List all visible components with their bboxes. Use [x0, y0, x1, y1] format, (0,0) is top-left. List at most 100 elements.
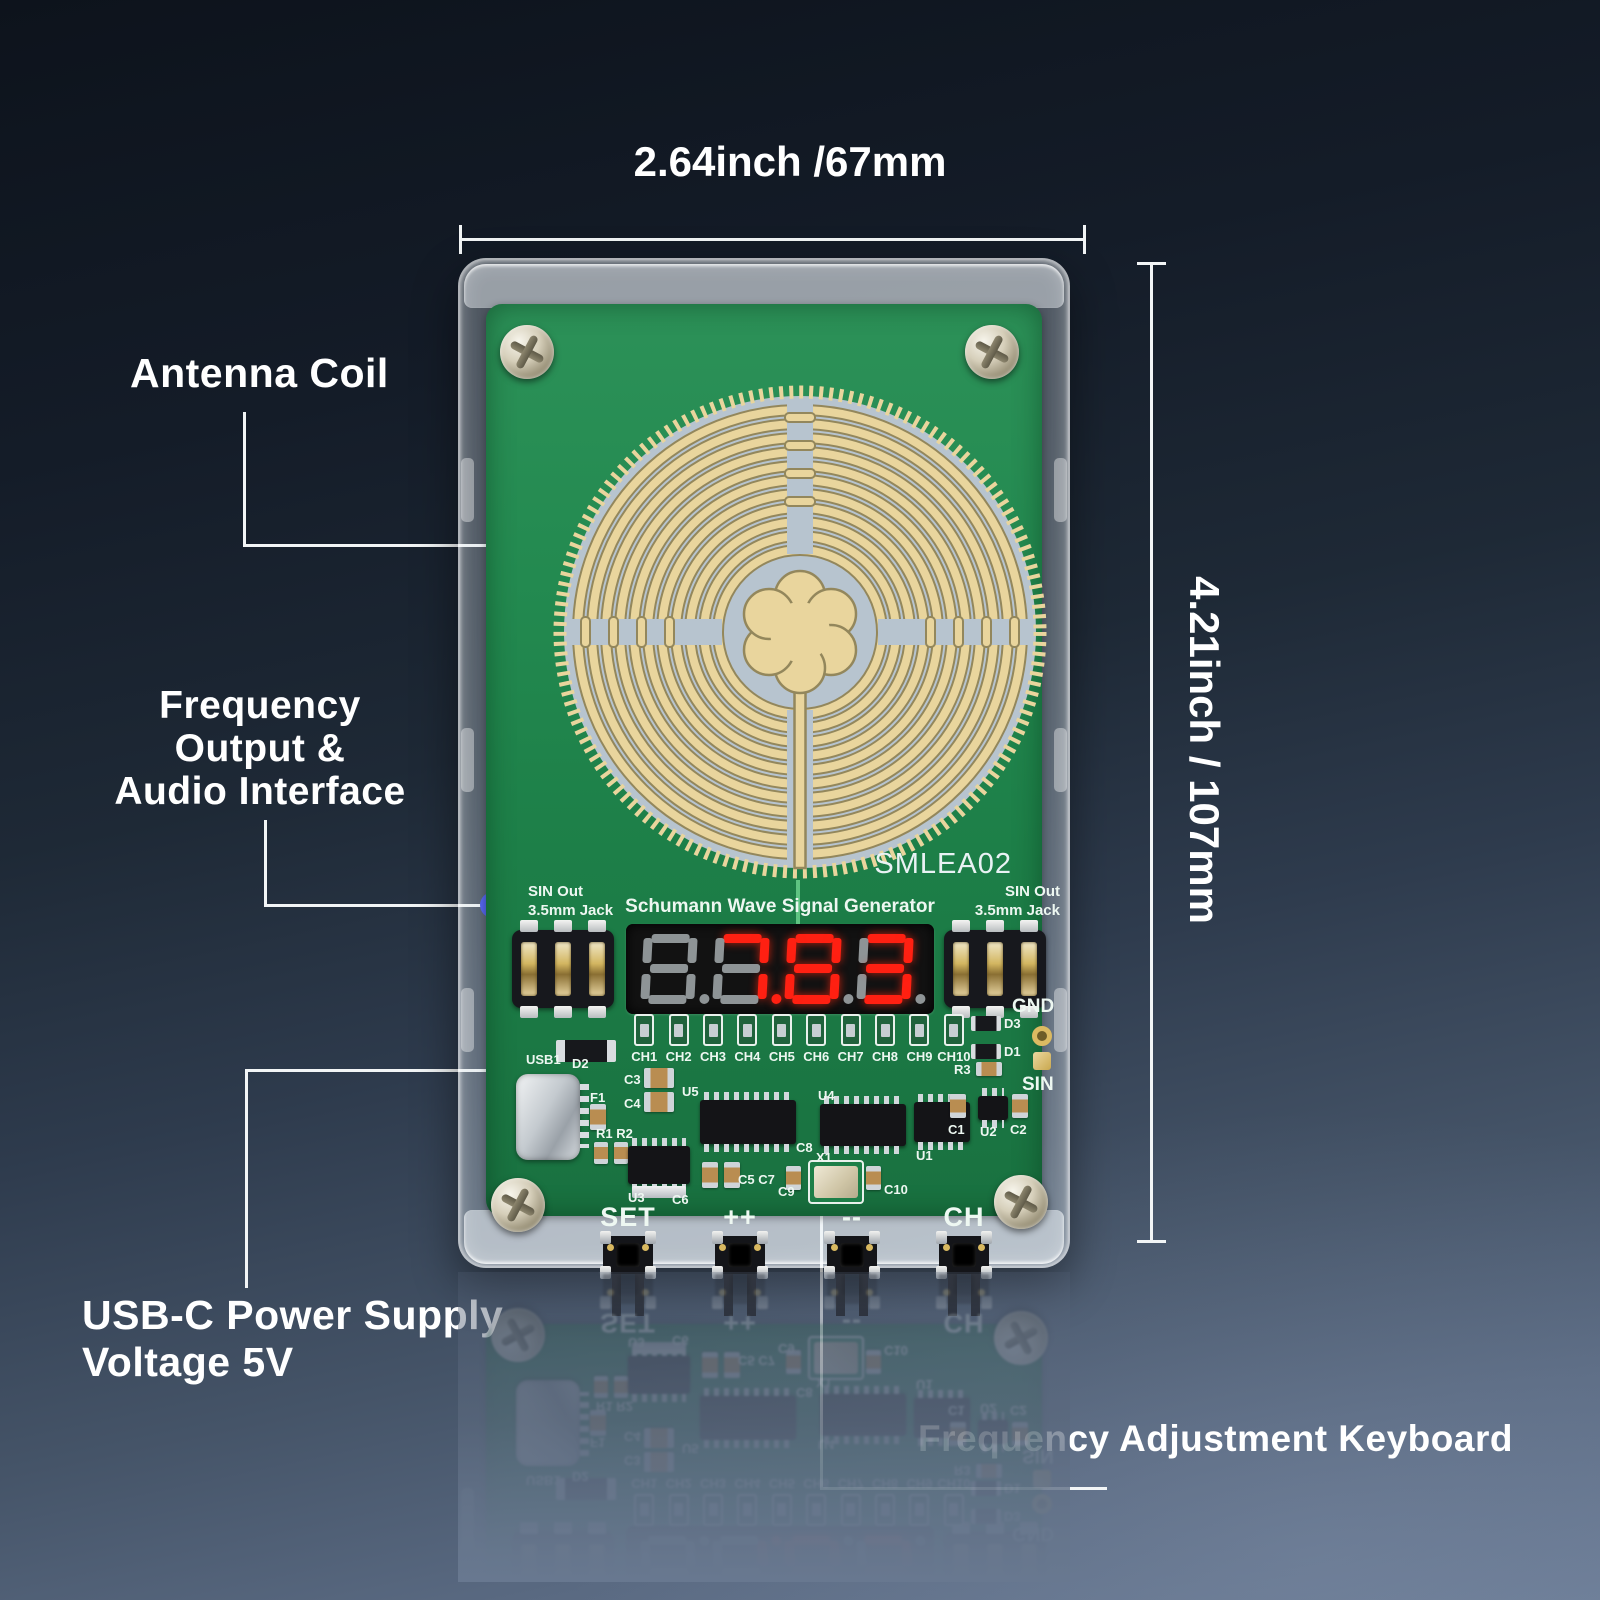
keypad-button-group: ++ [684, 1202, 796, 1316]
jack-pad [520, 920, 538, 932]
jack-label-right-line1: SIN Out [1005, 883, 1060, 900]
case-side-tab [461, 458, 474, 522]
silkscreen-label: USB1 [526, 1052, 561, 1067]
sin-label: SIN [1022, 1074, 1054, 1095]
width-dimension-label: 2.64inch /67mm [633, 138, 947, 185]
silkscreen-label: C2 [1010, 1122, 1027, 1137]
display-digit [784, 934, 854, 1004]
freq-output-line2: Output & [174, 727, 346, 770]
keypad-row: SET++--CH [572, 1202, 1020, 1316]
display-digit [712, 934, 782, 1004]
silkscreen-label: U3 [628, 1190, 645, 1205]
antenna-callout-line-h [243, 544, 587, 547]
tact-button---[interactable] [824, 1231, 880, 1316]
tact-button-set[interactable] [600, 1231, 656, 1316]
channel-led [943, 1014, 964, 1046]
jack-pad [588, 920, 606, 932]
cap-c3 [644, 1068, 674, 1088]
channel-label: CH5 [768, 1049, 795, 1064]
keypad-button-group: CH [908, 1202, 1020, 1316]
channel-label: CH8 [872, 1049, 899, 1064]
keyboard-label: Frequency Adjustment Keyboard [918, 1418, 1513, 1459]
channel-led [840, 1014, 861, 1046]
width-dimension-tick-left [459, 225, 462, 254]
screw-bottom-left [491, 1178, 545, 1232]
cap-c2 [1012, 1094, 1028, 1118]
button-label: ++ [723, 1202, 757, 1232]
pcb-board: SMLEA02 SIN Out 3.5mm Jack SIN Out 3.5mm… [486, 304, 1060, 1316]
display-decimal-point [843, 994, 854, 1004]
silkscreen-label: U4 [818, 1088, 835, 1103]
antenna-callout-line-v [243, 412, 246, 546]
jack-label-left-line2: 3.5mm Jack [528, 902, 614, 919]
height-dimension-tick-bottom [1137, 1240, 1166, 1243]
fuse-component [556, 1040, 616, 1062]
channel-led [703, 1014, 724, 1046]
jack-contact [555, 942, 571, 996]
audio-jack-left[interactable] [512, 920, 614, 1018]
cap-c7 [724, 1162, 740, 1188]
usb-callout-line-h [245, 1069, 505, 1072]
display-digit [640, 934, 710, 1004]
cap-c9 [786, 1166, 801, 1190]
board-title: Schumann Wave Signal Generator [625, 896, 935, 917]
jack-pad [554, 920, 572, 932]
display-decimal-point [915, 994, 926, 1004]
smd-f1 [590, 1104, 606, 1130]
channel-led [909, 1014, 930, 1046]
channel-label: CH1 [631, 1049, 658, 1064]
silkscreen-label: U5 [682, 1084, 699, 1099]
silkscreen-label: C1 [948, 1122, 965, 1137]
silkscreen-label: F1 [590, 1090, 606, 1105]
button-label: SET [600, 1202, 656, 1232]
silkscreen-label: U2 [980, 1124, 997, 1139]
height-dimension-line [1150, 262, 1153, 1243]
freq-output-label: Frequency Output & Audio Interface [110, 684, 410, 813]
usb-power-label: USB-C Power Supply Voltage 5V [82, 1292, 503, 1386]
tact-button-ch[interactable] [936, 1231, 992, 1316]
screw-top-left [500, 325, 554, 379]
channel-led [806, 1014, 827, 1046]
keyboard-callout-line-h [820, 1487, 1107, 1490]
usb-power-line2: Voltage 5V [82, 1339, 294, 1385]
channel-indicator: CH9 [902, 1014, 936, 1064]
jack-label-left: SIN Out 3.5mm Jack [528, 882, 613, 920]
button-label: CH [943, 1202, 985, 1232]
jack-pad [1020, 920, 1038, 932]
freq-output-line1: Frequency [159, 684, 361, 727]
width-dimension-line [459, 238, 1086, 241]
silkscreen-label: D1 [1004, 1044, 1021, 1059]
silkscreen-label: C8 [796, 1140, 813, 1155]
silkscreen-label: C6 [672, 1192, 689, 1207]
display-decimal-point [699, 994, 710, 1004]
smd-r2 [614, 1142, 628, 1164]
jack-contact [589, 942, 605, 996]
channel-led [634, 1014, 655, 1046]
silkscreen-label: D3 [1004, 1016, 1021, 1031]
audio-jack-right[interactable] [944, 920, 1046, 1018]
ic-u4 [820, 1096, 906, 1154]
channel-label: CH2 [665, 1049, 692, 1064]
screw-top-right [965, 325, 1019, 379]
case-side-tab [461, 988, 474, 1052]
silkscreen-label: C3 [624, 1072, 641, 1087]
channel-label: CH7 [837, 1049, 864, 1064]
gnd-label: GND [1012, 996, 1055, 1017]
jack-contact [1021, 942, 1037, 996]
diode-d1 [971, 1044, 1001, 1059]
height-dimension-tick-top [1137, 262, 1166, 265]
tact-button-++[interactable] [712, 1231, 768, 1316]
silkscreen-label: C10 [884, 1182, 908, 1197]
diode-d3 [971, 1016, 1001, 1031]
channel-indicator: CH7 [833, 1014, 867, 1064]
channel-indicator: CH2 [661, 1014, 695, 1064]
usb-c-port[interactable] [516, 1074, 589, 1160]
silkscreen-label: X1 [816, 1150, 832, 1165]
case-top-rim [464, 264, 1064, 308]
ic-u5 [700, 1092, 796, 1152]
smd-r1 [594, 1142, 608, 1164]
channel-label: CH4 [734, 1049, 761, 1064]
channel-indicator: CH5 [765, 1014, 799, 1064]
freq-callout-line-v [264, 820, 267, 906]
jack-pad [1020, 1006, 1038, 1018]
